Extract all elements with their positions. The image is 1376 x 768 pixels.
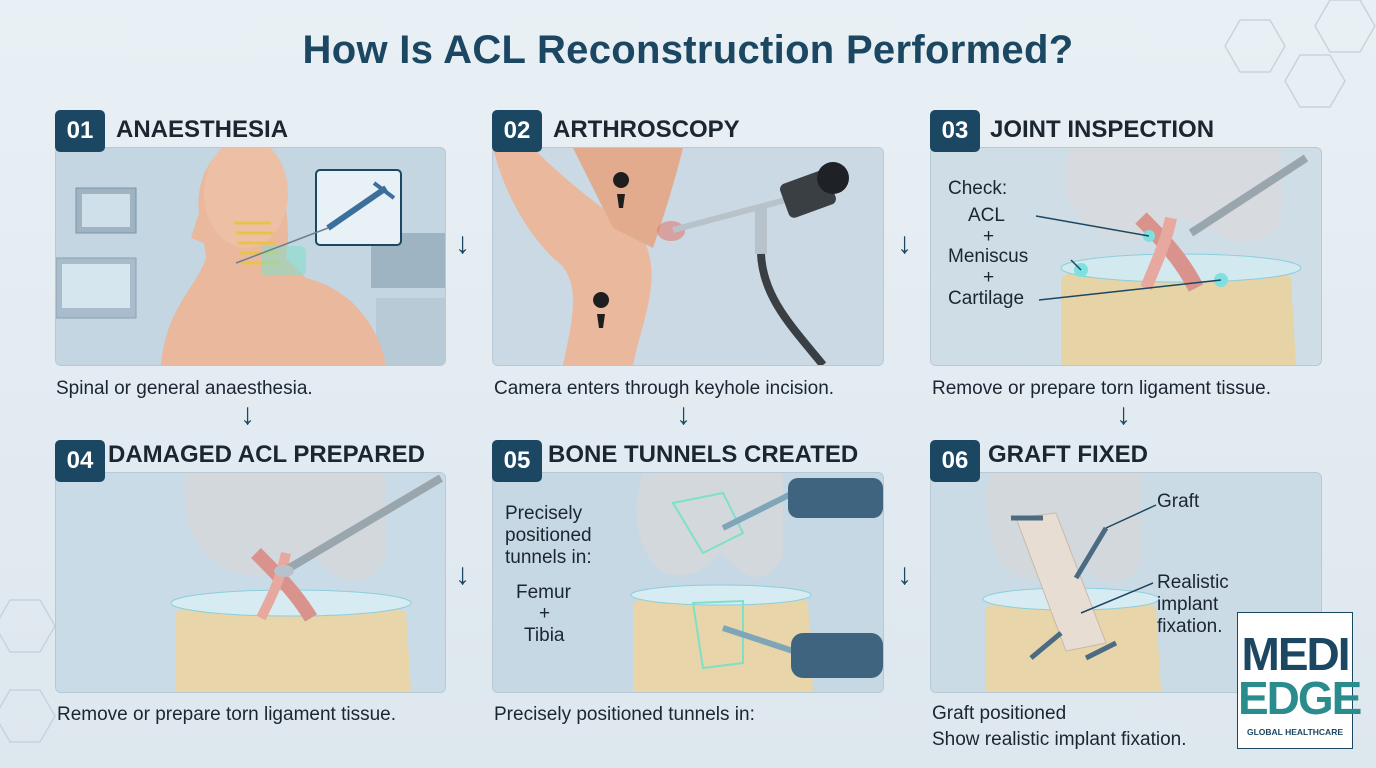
label-cartilage: Cartilage: [948, 288, 1025, 309]
step-title-bone-tunnels-created: BONE TUNNELS CREATED: [548, 441, 859, 468]
page-title: How Is ACL Reconstruction Performed?: [302, 28, 1074, 72]
arrow-down-icon: ↓: [897, 558, 912, 591]
caption-bone-tunnels-created: Precisely positioned tunnels in:: [494, 704, 755, 725]
caption-damaged-acl-prepared: Remove or prepare torn ligament tissue.: [57, 704, 396, 725]
illustration-joint-inspection: [930, 147, 1322, 366]
hexagon-pattern-decoration-left: [0, 599, 56, 743]
hexagon-pattern-decoration: [1224, 0, 1376, 108]
label-plus: +: [539, 603, 551, 624]
caption-anaesthesia: Spinal or general anaesthesia.: [56, 378, 313, 399]
step-number-03: 03: [930, 110, 980, 152]
arrow-down-icon: ↓: [1116, 398, 1131, 431]
caption-graft-positioned: Graft positioned: [932, 703, 1067, 724]
caption-arthroscopy: Camera enters through keyhole incision.: [494, 378, 835, 399]
illustration-bone-tunnels-created: [492, 472, 884, 693]
medi-edge-logo: MEDI EDGE GLOBAL HEALTHCARE: [1237, 612, 1362, 749]
label-acl: ACL: [968, 205, 1005, 226]
arrow-down-icon: ↓: [455, 227, 470, 260]
label-realistic-implant-fixation: Realistic implant fixation.: [1157, 572, 1229, 637]
illustration-arthroscopy: [492, 147, 884, 366]
arrow-down-icon: ↓: [455, 558, 470, 591]
label-check: Check:: [948, 178, 1008, 199]
step-number-01: 01: [55, 110, 105, 152]
label-precisely-positioned: Precisely positioned tunnels in:: [505, 503, 592, 568]
step-title-damaged-acl-prepared: DAMAGED ACL PREPARED: [108, 441, 425, 468]
step-number-02: 02: [492, 110, 542, 152]
logo-text-medi: MEDI: [1241, 628, 1351, 680]
step-number-05: 05: [492, 440, 542, 482]
arrow-down-icon: ↓: [676, 398, 691, 431]
illustration-anaesthesia: [55, 147, 446, 366]
step-title-joint-inspection: JOINT INSPECTION: [990, 116, 1215, 143]
label-graft: Graft: [1157, 491, 1200, 512]
step-title-arthroscopy: ARTHROSCOPY: [553, 116, 740, 143]
arrow-down-icon: ↓: [240, 398, 255, 431]
arrow-down-icon: ↓: [897, 227, 912, 260]
label-plus: +: [983, 267, 995, 288]
logo-tagline: GLOBAL HEALTHCARE: [1246, 727, 1343, 737]
step-number-06: 06: [930, 440, 980, 482]
logo-text-edge: EDGE: [1238, 672, 1362, 724]
illustration-graft-fixed: [930, 472, 1322, 693]
label-meniscus: Meniscus: [948, 246, 1029, 267]
step-title-anaesthesia: ANAESTHESIA: [116, 116, 289, 143]
step-number-04: 04: [55, 440, 105, 482]
illustration-damaged-acl-prepared: [55, 472, 446, 693]
step-title-graft-fixed: GRAFT FIXED: [988, 441, 1148, 468]
caption-joint-inspection: Remove or prepare torn ligament tissue.: [932, 378, 1271, 399]
caption-implant-fixation: Show realistic implant fixation.: [932, 729, 1187, 750]
label-plus: +: [983, 226, 995, 247]
label-femur: Femur: [516, 582, 571, 603]
label-tibia: Tibia: [524, 625, 565, 646]
